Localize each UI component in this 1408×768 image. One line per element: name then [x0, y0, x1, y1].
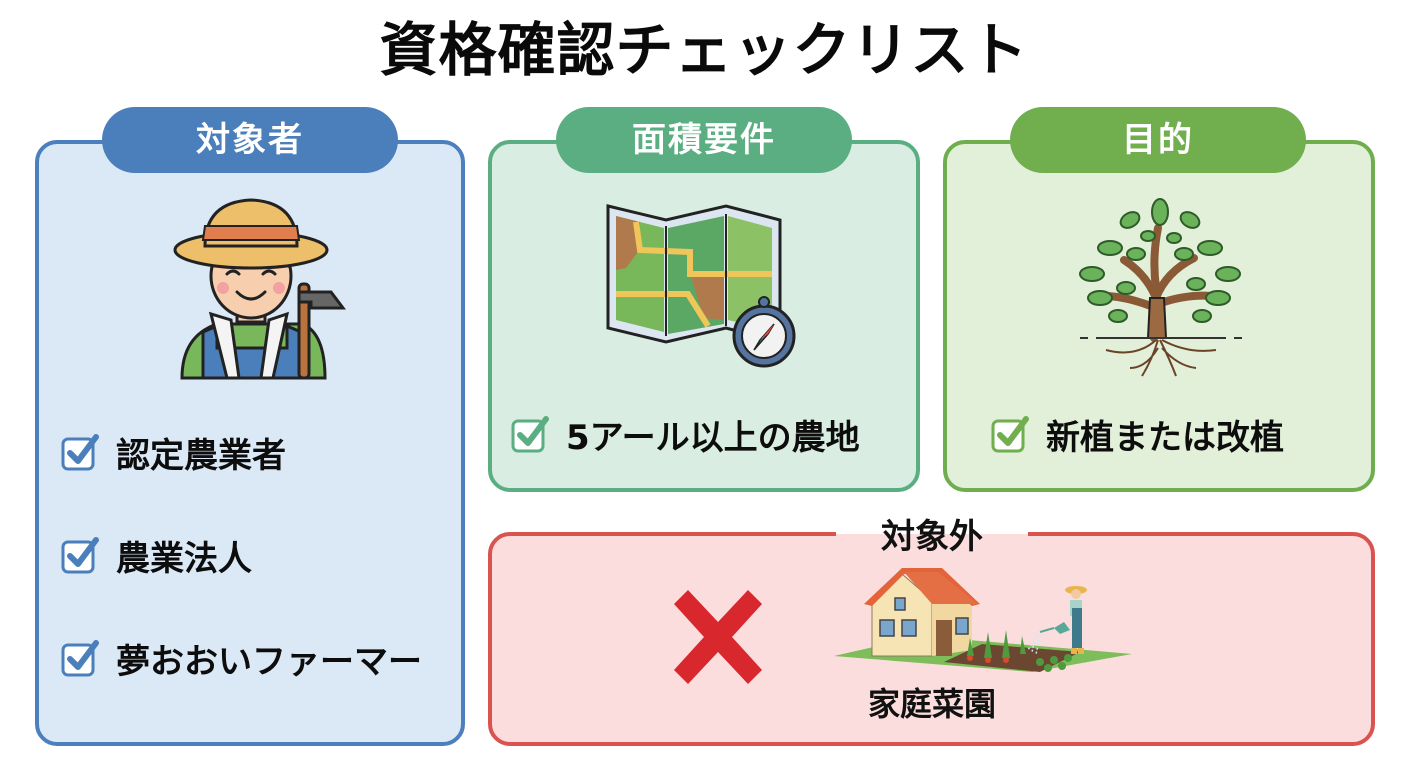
purpose-item-label: 新植または改植	[1046, 418, 1284, 458]
checkbox-checked-icon	[991, 415, 1029, 452]
target-item-3: 夢おおいファーマー	[60, 634, 422, 683]
target-item-label: 夢おおいファーマー	[116, 642, 422, 682]
target-item-2: 農業法人	[60, 531, 252, 580]
target-item-label: 農業法人	[116, 539, 252, 579]
farmer-icon	[173, 198, 346, 380]
home-garden-icon	[834, 568, 1132, 672]
purpose-item-1: 新植または改植	[990, 410, 1284, 459]
target-item-1: 認定農業者	[60, 428, 286, 477]
purpose-panel-header: 目的	[1010, 107, 1306, 173]
checkbox-checked-icon	[61, 536, 99, 573]
area-panel-header: 面積要件	[556, 107, 852, 173]
page-title: 資格確認チェックリスト	[379, 16, 1029, 84]
checkbox-checked-icon	[61, 639, 99, 676]
checkbox-checked-icon	[61, 433, 99, 470]
target-panel-header: 対象者	[102, 107, 398, 173]
area-item-1: 5アール以上の農地	[510, 410, 860, 459]
target-item-label: 認定農業者	[116, 436, 286, 476]
checkbox-checked-icon	[511, 415, 549, 452]
map-compass-icon	[606, 204, 796, 368]
excluded-panel-header: 対象外	[836, 512, 1028, 562]
excluded-caption: 家庭菜園	[867, 685, 996, 723]
area-item-label: 5アール以上の農地	[566, 418, 860, 458]
tree-icon	[1079, 198, 1242, 377]
cross-icon	[674, 590, 762, 684]
